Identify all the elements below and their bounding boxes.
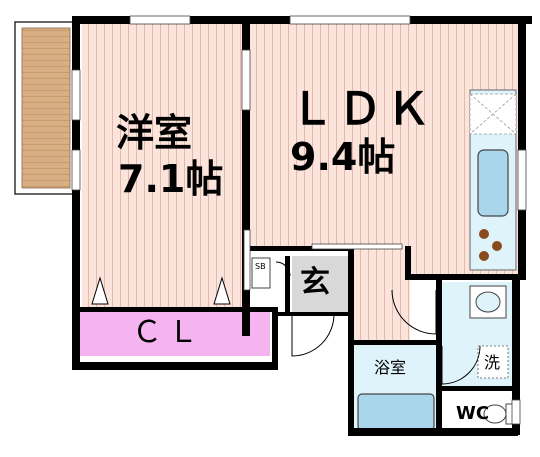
balcony <box>14 21 74 195</box>
western-room-name: 洋室 <box>116 111 193 155</box>
ldk-room-name: ＬＤＫ <box>290 84 434 135</box>
kitchen-counter <box>469 89 517 271</box>
stove-burner <box>479 229 489 239</box>
bath-label: 浴室 <box>374 358 407 377</box>
stove-burner <box>479 251 489 261</box>
door-swings <box>275 261 481 385</box>
closet-area <box>80 312 270 356</box>
washer-label: 洗 <box>484 353 501 372</box>
shoe-box-label: SB <box>255 262 266 271</box>
entrance-floor <box>292 256 350 314</box>
closet-doors <box>91 276 231 305</box>
shoe-box <box>251 257 271 289</box>
washbasin <box>469 285 507 319</box>
western-room-size: 7.1帖 <box>118 157 224 201</box>
washer-spot <box>477 345 509 379</box>
toilet-label: WC <box>456 403 490 424</box>
ldk-room-size: 9.4帖 <box>290 135 396 179</box>
western-room-floor <box>82 24 248 312</box>
entrance-label: 玄 <box>300 265 330 300</box>
sink <box>477 149 509 217</box>
stove-burner <box>492 241 502 251</box>
closet-label: ＣＬ <box>132 315 204 350</box>
windows <box>71 15 527 425</box>
sliding-doors <box>243 229 403 291</box>
bathtub <box>357 393 435 431</box>
